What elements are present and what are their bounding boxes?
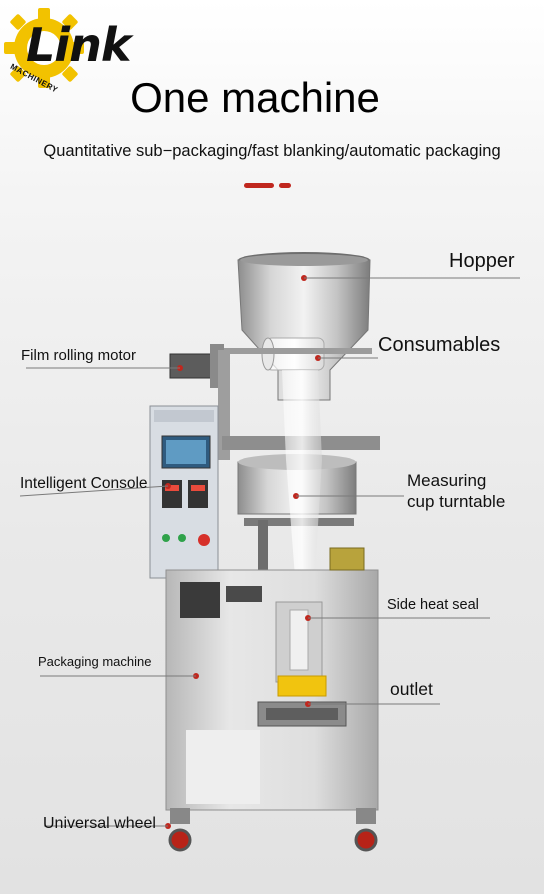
page-subtitle: Quantitative sub−packaging/fast blanking…: [43, 142, 501, 160]
label-measuring-line1: Measuring: [407, 471, 487, 490]
leader-lines: [19, 277, 520, 827]
brand-name: Link: [26, 18, 131, 72]
label-side-heat-seal: Side heat seal: [387, 597, 479, 613]
label-intelligent-console: Intelligent Console: [20, 475, 148, 492]
label-film-rolling-motor: Film rolling motor: [21, 347, 137, 364]
page-title: One machine: [130, 74, 380, 121]
label-measuring-line2: cup turntable: [407, 492, 506, 511]
label-consumables: Consumables: [378, 334, 501, 356]
film-rolling-motor: [169, 344, 230, 460]
label-hopper: Hopper: [449, 250, 515, 272]
label-packaging-machine: Packaging machine: [38, 654, 152, 669]
universal-wheel: [168, 808, 378, 852]
gear-icon: [4, 8, 84, 88]
accent-dot: [279, 183, 291, 188]
packaging-machine-illustration: [19, 252, 520, 852]
brand-logo: Link MACHINERY: [0, 0, 140, 95]
accent-dash: [244, 183, 274, 188]
hopper: [237, 252, 371, 401]
label-universal-wheel: Universal wheel: [43, 815, 156, 832]
label-outlet: outlet: [390, 679, 433, 699]
label-measuring-cup-turntable: Measuring cup turntable: [407, 470, 505, 512]
machine-body: [165, 547, 379, 811]
control-panel: [149, 405, 219, 579]
film-roll: [212, 337, 372, 371]
